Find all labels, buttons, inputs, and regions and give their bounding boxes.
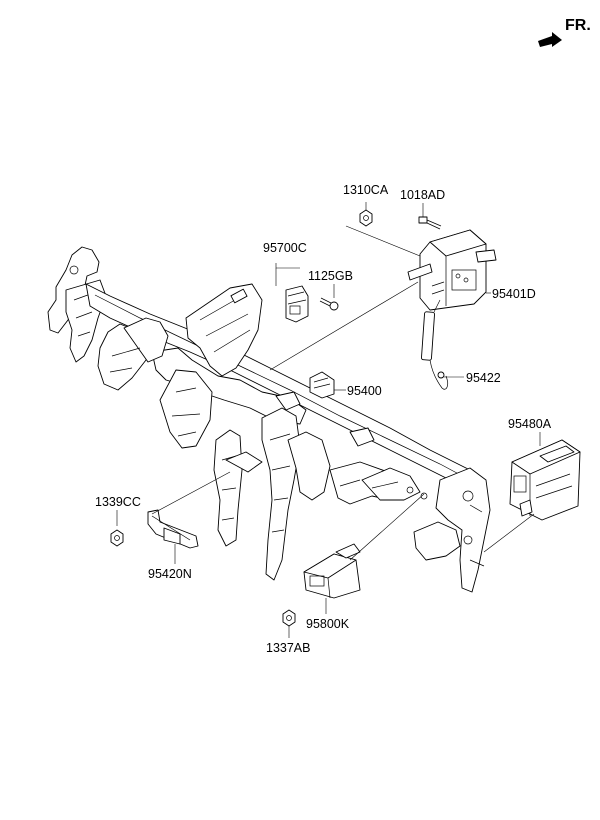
nut-icon (282, 609, 296, 627)
label-1337AB: 1337AB (266, 641, 310, 655)
label-95420N: 95420N (148, 567, 192, 581)
screw-icon (319, 297, 339, 311)
part-95422[interactable]: 95422 (421, 311, 501, 390)
label-95800K: 95800K (306, 617, 350, 631)
part-95700C[interactable]: 95700C (263, 241, 309, 323)
nut-icon (359, 209, 373, 227)
part-95401D[interactable]: 95401D (407, 229, 536, 311)
label-95480A: 95480A (508, 417, 552, 431)
leader-95480A-to-assembly (483, 513, 535, 553)
airbag-module-icon (303, 543, 361, 599)
front-direction-indicator: FR. (538, 17, 591, 47)
label-95422: 95422 (466, 371, 501, 385)
part-1339CC[interactable]: 1339CC (95, 495, 141, 547)
label-95401D: 95401D (492, 287, 536, 301)
leader-1310CA-to-unit (345, 225, 421, 257)
part-95400[interactable]: 95400 (309, 371, 382, 399)
bracket-icon (285, 285, 309, 323)
part-1125GB[interactable]: 1125GB (308, 269, 353, 311)
control-unit-icon (407, 229, 497, 311)
bolt-icon (418, 216, 442, 230)
leader-unit-to-assembly (269, 281, 419, 371)
part-95420N[interactable]: 95420N (147, 471, 231, 581)
label-95700C: 95700C (263, 241, 307, 255)
sensor-bracket-icon (147, 509, 199, 549)
label-1339CC: 1339CC (95, 495, 141, 509)
part-95800K[interactable]: 95800K (303, 493, 425, 631)
part-1018AD[interactable]: 1018AD (400, 188, 445, 230)
leader-probe (433, 299, 441, 313)
control-module-icon (509, 439, 581, 521)
label-1310CA: 1310CA (343, 183, 389, 197)
part-1337AB[interactable]: 1337AB (266, 609, 310, 655)
label-1018AD: 1018AD (400, 188, 445, 202)
label-1125GB: 1125GB (308, 269, 353, 283)
cowl-cross-member (47, 246, 491, 593)
nut-icon (110, 529, 124, 547)
leader-95420N-to-assembly (151, 471, 231, 515)
part-1310CA[interactable]: 1310CA (343, 183, 389, 227)
sensor-probe-icon (421, 311, 448, 390)
label-95400: 95400 (347, 384, 382, 398)
front-direction-label: FR. (565, 17, 591, 34)
module-icon (309, 371, 335, 399)
part-95480A[interactable]: 95480A (483, 417, 581, 553)
front-arrow-icon (538, 32, 562, 47)
leader-95800K-to-assembly (349, 493, 425, 561)
